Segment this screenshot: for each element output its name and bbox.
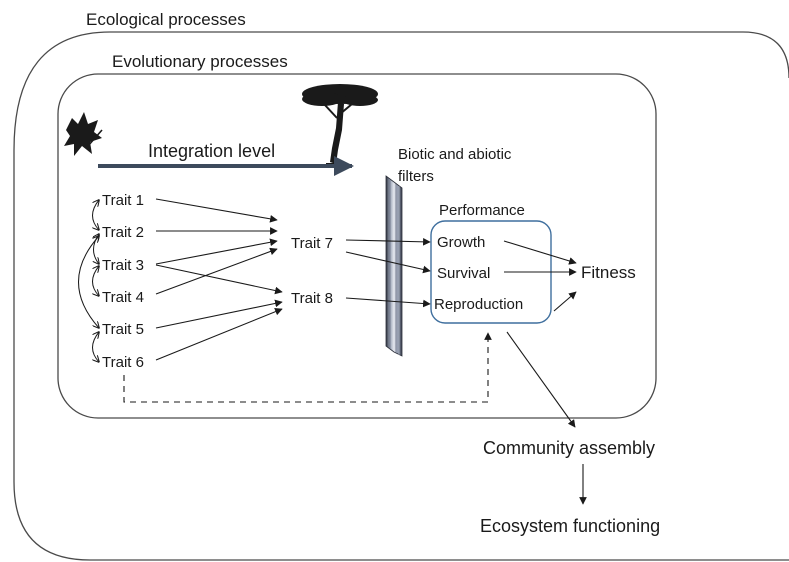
arrow-reproduction-fitness bbox=[553, 291, 577, 312]
trait-8-label: Trait 8 bbox=[291, 290, 333, 307]
evolutionary-processes-box bbox=[57, 73, 657, 419]
arrow-performance-community bbox=[506, 331, 576, 428]
performance-growth: Growth bbox=[437, 234, 485, 251]
arrow-trait7-survival bbox=[345, 251, 431, 274]
biotic-abiotic-filter-bar bbox=[385, 175, 403, 357]
performance-heading: Performance bbox=[439, 202, 525, 219]
tree-icon bbox=[302, 84, 378, 165]
trait-1-label: Trait 1 bbox=[102, 192, 144, 209]
ecological-processes-box bbox=[13, 31, 789, 561]
arrow-trait3-trait8 bbox=[155, 264, 283, 295]
arrow-trait6-trait8 bbox=[155, 308, 283, 361]
fitness-label: Fitness bbox=[581, 263, 636, 282]
arrow-trait4-trait7 bbox=[155, 247, 278, 295]
trait-3-label: Trait 3 bbox=[102, 257, 144, 274]
arrow-trait1-trait7 bbox=[155, 198, 278, 223]
trait-4-label: Trait 4 bbox=[102, 289, 144, 306]
arrow-growth-fitness bbox=[503, 240, 577, 265]
filters-label-line1: Biotic and abiotic bbox=[398, 146, 512, 163]
trait-6-label: Trait 6 bbox=[102, 354, 144, 371]
arrow-trait7-growth bbox=[345, 237, 431, 246]
community-assembly-label: Community assembly bbox=[483, 438, 655, 458]
trait-correlation-3-4 bbox=[92, 266, 100, 296]
integration-level-label: Integration level bbox=[148, 141, 275, 161]
arrow-trait3-trait7 bbox=[155, 238, 278, 265]
performance-reproduction: Reproduction bbox=[434, 296, 523, 313]
performance-survival: Survival bbox=[437, 265, 490, 282]
trait-correlation-5-6 bbox=[92, 332, 100, 362]
trait-2-label: Trait 2 bbox=[102, 224, 144, 241]
ecosystem-functioning-label: Ecosystem functioning bbox=[480, 516, 660, 536]
arrow-trait5-trait8 bbox=[155, 299, 283, 329]
dashed-feedback-arrow bbox=[123, 332, 492, 403]
evolutionary-processes-label: Evolutionary processes bbox=[112, 52, 288, 71]
filters-label-line2: filters bbox=[398, 168, 434, 185]
trait-7-label: Trait 7 bbox=[291, 235, 333, 252]
trait-5-label: Trait 5 bbox=[102, 321, 144, 338]
trait-correlation-2-5 bbox=[78, 236, 100, 328]
trait-correlation-1-2 bbox=[92, 200, 100, 230]
arrow-trait8-reproduction bbox=[345, 297, 431, 308]
leaf-icon bbox=[64, 112, 103, 156]
ecological-processes-label: Ecological processes bbox=[86, 10, 246, 29]
